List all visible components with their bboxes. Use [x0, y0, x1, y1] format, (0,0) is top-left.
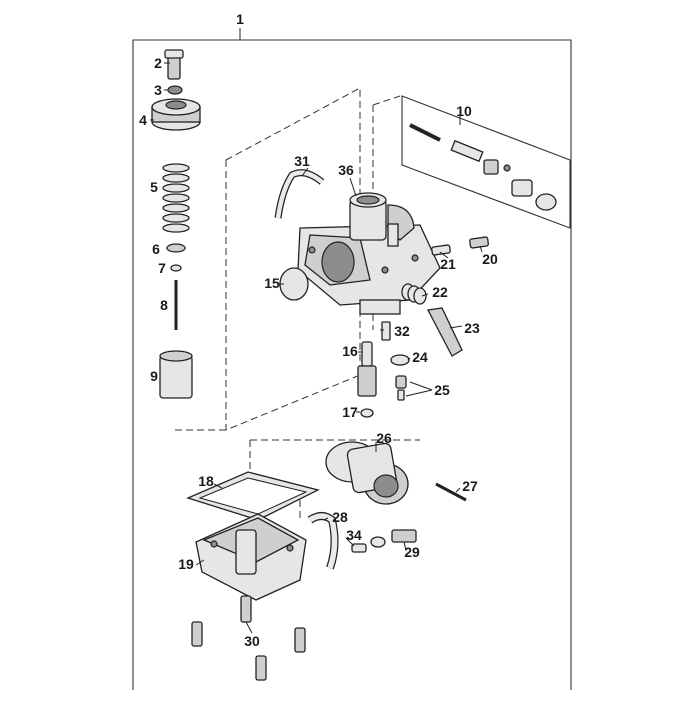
callout-6: 6 — [152, 241, 160, 257]
throttle-spring — [162, 163, 190, 233]
callout-30: 30 — [244, 633, 260, 649]
callout-9: 9 — [150, 368, 158, 384]
callout-28: 28 — [332, 509, 348, 525]
assembly-frame — [132, 28, 572, 690]
callout-26: 26 — [376, 430, 392, 446]
callout-2: 2 — [154, 55, 162, 71]
idle-kit-box — [401, 95, 571, 229]
bowl-screws — [191, 595, 306, 681]
callout-29: 29 — [404, 544, 420, 560]
callout-23: 23 — [464, 320, 480, 336]
callout-36: 36 — [338, 162, 354, 178]
callout-19: 19 — [178, 556, 194, 572]
callout-31: 31 — [294, 153, 310, 169]
o-ring — [279, 267, 309, 301]
callout-17: 17 — [342, 404, 358, 420]
callout-1: 1 — [236, 11, 244, 27]
callout-27: 27 — [462, 478, 478, 494]
callout-34: 34 — [346, 527, 362, 543]
callout-5: 5 — [150, 179, 158, 195]
leader-lines — [150, 62, 483, 634]
float-bowl — [195, 513, 307, 601]
callout-7: 7 — [158, 260, 166, 276]
callout-25: 25 — [434, 382, 450, 398]
idle-screw — [426, 307, 463, 357]
spring-22 — [401, 283, 427, 305]
callout-24: 24 — [412, 349, 428, 365]
callout-15: 15 — [264, 275, 280, 291]
callout-8: 8 — [160, 297, 168, 313]
callout-3: 3 — [154, 82, 162, 98]
callout-32: 32 — [394, 323, 410, 339]
callout-labels: 1 2 3 4 5 6 7 8 9 10 15 16 17 18 19 20 2… — [139, 11, 498, 649]
callout-21: 21 — [440, 256, 456, 272]
callout-4: 4 — [139, 112, 147, 128]
housing-26 — [325, 441, 409, 505]
throttle-slide-stack — [151, 49, 201, 399]
callout-10: 10 — [456, 103, 472, 119]
callout-18: 18 — [198, 473, 214, 489]
callout-22: 22 — [432, 284, 448, 300]
callout-16: 16 — [342, 343, 358, 359]
callout-20: 20 — [482, 251, 498, 267]
